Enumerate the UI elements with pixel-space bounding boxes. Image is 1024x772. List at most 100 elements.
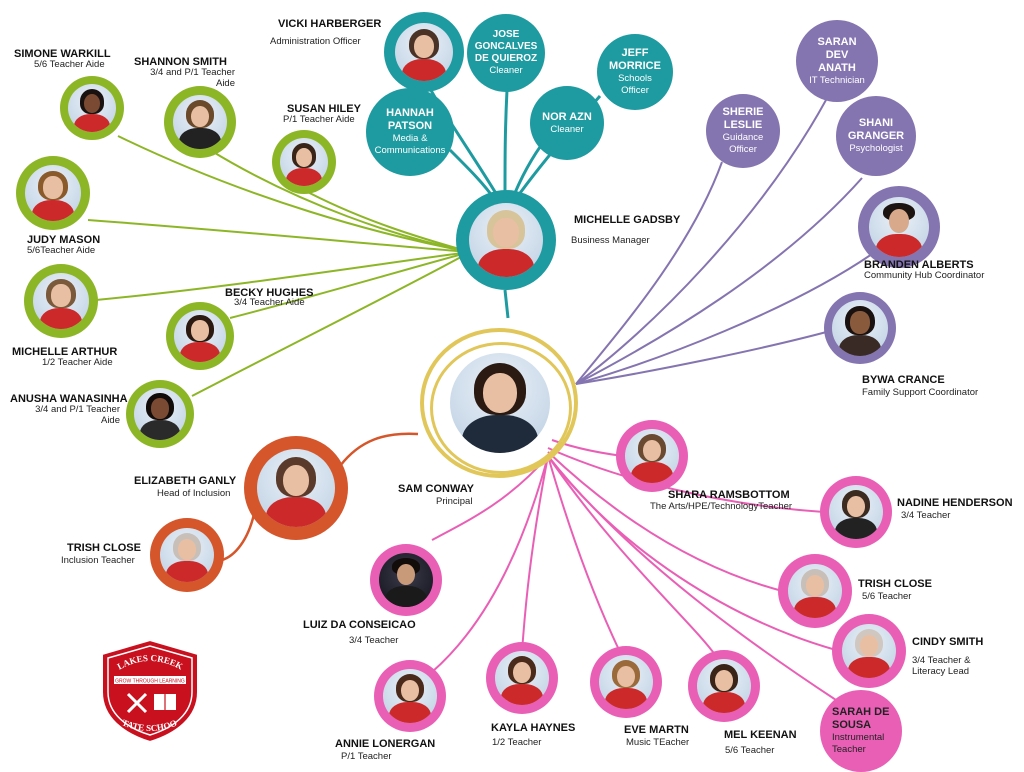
business-manager-role: Business Manager — [571, 235, 650, 246]
principal-name: SAM CONWAY — [398, 483, 474, 495]
school-crest-logo: LAKES CREEK GROW THROUGH LEARNING STATE … — [96, 636, 199, 744]
business-manager-node[interactable] — [456, 190, 556, 290]
support-staff-bywa-node[interactable] — [824, 292, 896, 364]
aide-becky-node[interactable] — [166, 302, 234, 370]
teacher-shara-photo — [625, 429, 679, 483]
teacher-mel-role: 5/6 Teacher — [725, 745, 775, 756]
inclusion-teacher-name: TRISH CLOSE — [67, 542, 141, 554]
aide-judy-name: JUDY MASON — [27, 234, 101, 246]
pink-bubble-sarah[interactable]: SARAH DE SOUSA Instrumental Teacher — [820, 690, 902, 772]
teacher-shara-node[interactable] — [616, 420, 688, 492]
teacher-trish-role: 5/6 Teacher — [862, 591, 912, 602]
purple-bubble-sherie[interactable]: SHERIE LESLIE Guidance Officer — [706, 94, 780, 168]
admin-officer-photo — [395, 23, 453, 81]
aide-becky-photo — [174, 310, 226, 362]
inclusion-teacher-role: Inclusion Teacher — [61, 555, 135, 566]
business-manager-photo — [469, 203, 543, 277]
teacher-eve-node[interactable] — [590, 646, 662, 718]
aide-becky-name: BECKY HUGHES — [225, 287, 314, 299]
aide-connectors — [87, 135, 471, 397]
aide-becky-role: 3/4 Teacher Aide — [234, 297, 305, 308]
teacher-luiz-name: LUIZ DA CONSEICAO — [303, 619, 416, 631]
teacher-shara-name: SHARA RAMSBOTTOM — [668, 489, 790, 501]
teacher-mel-photo — [697, 659, 751, 713]
teacher-kayla-photo — [495, 651, 549, 705]
aide-susan-node[interactable] — [272, 130, 336, 194]
admin-officer-role: Administration Officer — [270, 36, 361, 47]
teacher-nadine-photo — [829, 485, 883, 539]
teacher-luiz-role: 3/4 Teacher — [349, 635, 399, 646]
teacher-kayla-name: KAYLA HAYNES — [491, 722, 576, 734]
support-staff-bywa-photo — [832, 300, 888, 356]
support-staff-bywa-role: Family Support Coordinator — [862, 387, 979, 398]
aide-michelle-node[interactable] — [24, 264, 98, 338]
teacher-trish-node[interactable] — [778, 554, 852, 628]
inclusion-teacher-node[interactable] — [150, 518, 224, 592]
aide-michelle-photo — [33, 273, 89, 329]
teacher-luiz-photo — [379, 553, 433, 607]
teacher-nadine-role: 3/4 Teacher — [901, 510, 951, 521]
teacher-trish-photo — [788, 564, 842, 618]
teacher-cindy-name: CINDY SMITH — [912, 636, 984, 648]
aide-shannon-role: 3/4 and P/1 Teacher Aide — [150, 67, 235, 89]
aide-judy-node[interactable] — [16, 156, 90, 230]
purple-bubble-saran[interactable]: SARAN DEV ANATH IT Technician — [796, 20, 878, 102]
teal-bubble-nor[interactable]: NOR AZN Cleaner — [530, 86, 604, 160]
inclusion-connectors — [221, 432, 419, 562]
teacher-eve-role: Music TEacher — [626, 737, 690, 748]
aide-anusha-node[interactable] — [126, 380, 194, 448]
teal-bubble-jose[interactable]: JOSE GONCALVES DE QUIEROZ Cleaner — [467, 14, 545, 92]
head-inclusion-node[interactable] — [244, 436, 348, 540]
teacher-cindy-node[interactable] — [832, 614, 906, 688]
teacher-eve-name: EVE MARTN — [624, 724, 689, 736]
teacher-connectors — [431, 439, 837, 701]
aide-simone-node[interactable] — [60, 76, 124, 140]
aide-shannon-name: SHANNON SMITH — [134, 56, 227, 68]
support-staff-branden-node[interactable] — [858, 186, 940, 268]
aide-anusha-role: 3/4 and P/1 Teacher Aide — [35, 404, 120, 426]
logo-motto: GROW THROUGH LEARNING — [115, 679, 185, 685]
teacher-kayla-node[interactable] — [486, 642, 558, 714]
support-staff-branden-photo — [869, 197, 929, 257]
teacher-kayla-role: 1/2 Teacher — [492, 737, 542, 748]
head-inclusion-photo — [257, 449, 335, 527]
aide-susan-role: P/1 Teacher Aide — [283, 114, 355, 125]
principal-photo — [450, 353, 550, 453]
aide-anusha-name: ANUSHA WANASINHA — [10, 393, 128, 405]
aide-judy-role: 5/6Teacher Aide — [27, 245, 96, 256]
teacher-nadine-node[interactable] — [820, 476, 892, 548]
support-staff-bywa-name: BYWA CRANCE — [862, 374, 945, 386]
business-manager-name: MICHELLE GADSBY — [574, 214, 681, 226]
support-connectors — [575, 99, 873, 385]
teacher-luiz-node[interactable] — [370, 544, 442, 616]
admin-officer-node[interactable] — [384, 12, 464, 92]
aide-anusha-photo — [134, 388, 186, 440]
aide-judy-photo — [25, 165, 81, 221]
principal-node[interactable] — [420, 328, 578, 478]
teacher-trish-name: TRISH CLOSE — [858, 578, 932, 590]
aide-shannon-node[interactable] — [164, 86, 236, 158]
inclusion-teacher-photo — [160, 528, 214, 582]
aide-michelle-name: MICHELLE ARTHUR — [12, 346, 118, 358]
aide-simone-name: SIMONE WARKILL — [14, 48, 111, 60]
head-inclusion-name: ELIZABETH GANLY — [134, 475, 237, 487]
aide-simone-photo — [68, 84, 116, 132]
teacher-cindy-photo — [842, 624, 896, 678]
teacher-mel-node[interactable] — [688, 650, 760, 722]
teacher-annie-role: P/1 Teacher — [341, 751, 392, 762]
aide-michelle-role: 1/2 Teacher Aide — [42, 357, 113, 368]
support-staff-branden-name: BRANDEN ALBERTS — [864, 259, 974, 271]
teal-bubble-jeff[interactable]: JEFF MORRICE Schools Officer — [597, 34, 673, 110]
aide-shannon-photo — [173, 95, 227, 149]
admin-officer-name: VICKI HARBERGER — [278, 18, 382, 30]
aide-simone-role: 5/6 Teacher Aide — [34, 59, 105, 70]
head-inclusion-role: Head of Inclusion — [157, 488, 231, 499]
aide-susan-name: SUSAN HILEY — [287, 103, 361, 115]
teacher-annie-name: ANNIE LONERGAN — [335, 738, 436, 750]
support-staff-branden-role: Community Hub Coordinator — [864, 270, 985, 281]
teacher-annie-node[interactable] — [374, 660, 446, 732]
purple-bubble-shani[interactable]: SHANI GRANGER Psychologist — [836, 96, 916, 176]
teacher-cindy-role: 3/4 Teacher & Literacy Lead — [912, 655, 971, 677]
teal-bubble-hannah[interactable]: HANNAH PATSON Media & Communications — [366, 88, 454, 176]
